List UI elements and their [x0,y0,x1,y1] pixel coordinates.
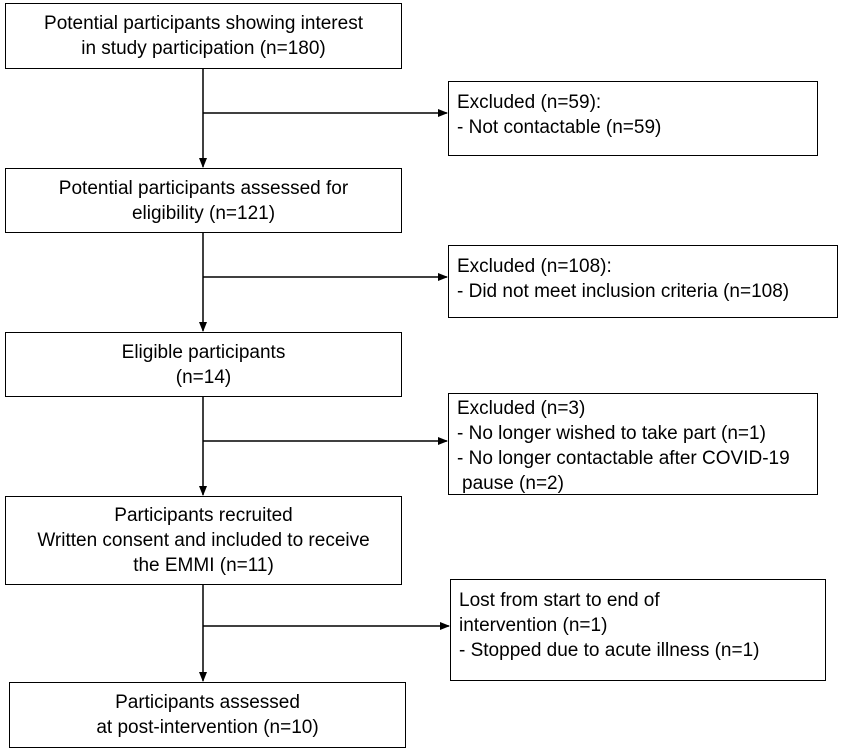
flow-box-interest-line-2: in study participation (n=180) [81,38,326,59]
exclusion-box-4: Lost from start to end of intervention (… [450,579,826,681]
exclusion-box-3-line-4: pause (n=2) [462,473,564,494]
exclusion-box-3: Excluded (n=3) - No longer wished to tak… [448,393,818,495]
flow-box-eligible-line-2: (n=14) [175,366,232,388]
exclusion-box-3-line-1: Excluded (n=3) [457,398,586,419]
exclusion-box-1-line-2: - Not contactable (n=59) [457,117,662,138]
exclusion-box-2-line-2: - Did not meet inclusion criteria (n=108… [457,281,790,302]
flow-box-post-intervention: Participants assessed at post-interventi… [9,682,406,748]
exclusion-box-3-line-3: - No longer contactable after COVID-19 [457,448,790,469]
exclusion-box-2-line-1: Excluded (n=108): [457,256,612,277]
flow-box-recruited-line-1: Participants recruited [114,505,293,526]
flow-box-interest: Potential participants showing interest … [5,3,402,69]
flow-box-assessed-line-1: Potential participants assessed for [58,177,349,199]
exclusion-box-1: Excluded (n=59): - Not contactable (n=59… [448,81,818,156]
flow-box-eligible: Eligible participants (n=14) [5,332,402,397]
flow-box-recruited-line-2: Written consent and included to receive [37,530,370,551]
flow-box-interest-line-1: Potential participants showing interest [44,13,363,34]
exclusion-box-2: Excluded (n=108): - Did not meet inclusi… [448,245,838,318]
exclusion-box-3-line-2: - No longer wished to take part (n=1) [457,423,766,444]
flow-box-assessed: Potential participants assessed for elig… [5,168,402,233]
flow-box-assessed-line-2: eligibility (n=121) [131,202,276,224]
exclusion-box-4-line-3: - Stopped due to acute illness (n=1) [459,640,760,661]
flow-box-recruited-line-3: the EMMI (n=11) [133,555,274,576]
flow-box-post-intervention-line-1: Participants assessed [115,692,300,713]
flow-box-eligible-line-1: Eligible participants [121,341,286,363]
flow-box-post-intervention-line-2: at post-intervention (n=10) [96,717,319,738]
exclusion-box-4-line-1: Lost from start to end of [459,590,660,611]
flow-box-recruited: Participants recruited Written consent a… [5,496,402,585]
exclusion-box-4-line-2: intervention (n=1) [459,615,608,636]
exclusion-box-1-line-1: Excluded (n=59): [457,92,602,113]
